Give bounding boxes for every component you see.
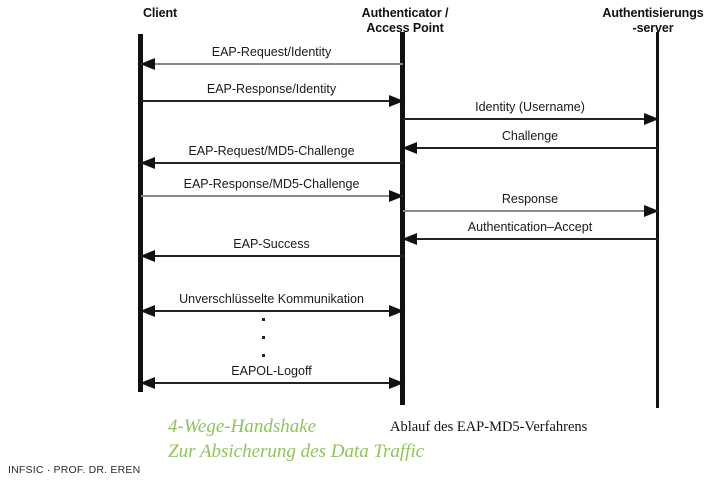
lifeline-client: [138, 34, 143, 392]
actor-header-client: Client: [95, 6, 225, 21]
message-label-m7: Response: [501, 192, 559, 206]
arrowhead-right-icon: [643, 113, 659, 125]
actor-label-client: Client: [142, 6, 178, 20]
message-line-m11: [140, 382, 403, 384]
message-line-m4: [402, 147, 658, 149]
arrowhead-left-icon: [139, 377, 155, 389]
arrowhead-right-icon: [388, 190, 404, 202]
message-line-m5: [140, 162, 403, 164]
caption-green: 4-Wege-Handshake Zur Absicherung des Dat…: [168, 414, 498, 464]
message-label-m6: EAP-Response/MD5-Challenge: [183, 177, 360, 191]
message-label-m1: EAP-Request/Identity: [211, 45, 332, 59]
actor-label-authenticator-line2: Access Point: [366, 21, 444, 35]
message-line-m7: [402, 210, 658, 212]
caption-green-line1: 4-Wege-Handshake: [168, 416, 317, 437]
message-line-m10: [140, 310, 403, 312]
message-label-m3: Identity (Username): [475, 100, 585, 114]
continuation-dots: [262, 318, 270, 372]
arrowhead-right-icon: [643, 205, 659, 217]
message-label-m4: Challenge: [501, 129, 559, 143]
message-label-m8: Authentication–Accept: [467, 220, 593, 234]
continuation-dot: [262, 318, 265, 321]
message-label-m9: EAP-Success: [233, 237, 310, 251]
actor-header-auth-server: Authentisierungs -server: [585, 6, 721, 36]
caption-green-line2: Zur Absicherung des Data Traffic: [168, 441, 425, 462]
continuation-dot: [262, 336, 265, 339]
actor-header-authenticator: Authenticator / Access Point: [330, 6, 480, 36]
message-line-m8: [402, 238, 658, 240]
arrowhead-left-icon: [139, 157, 155, 169]
message-label-m5: EAP-Request/MD5-Challenge: [188, 144, 355, 158]
message-label-m10: Unverschlüsselte Kommunikation: [179, 292, 364, 306]
arrowhead-right-icon: [388, 95, 404, 107]
arrowhead-left-icon: [139, 250, 155, 262]
lifeline-authenticator: [400, 32, 405, 405]
arrowhead-left-icon: [139, 58, 155, 70]
arrowhead-left-icon: [401, 233, 417, 245]
caption-diagram-title: Ablauf des EAP-MD5-Verfahrens: [390, 419, 588, 435]
message-label-m2: EAP-Response/Identity: [206, 82, 337, 96]
lifeline-auth-server: [656, 32, 659, 408]
arrowhead-left-icon: [139, 305, 155, 317]
arrowhead-right-icon: [388, 377, 404, 389]
footer-credit: INFSIC · PROF. DR. EREN: [8, 464, 141, 476]
actor-label-authenticator-line1: Authenticator /: [361, 6, 449, 20]
message-line-m2: [140, 100, 403, 102]
message-line-m9: [140, 255, 403, 257]
actor-label-auth-server-line2: -server: [632, 21, 674, 35]
message-line-m1: [140, 63, 403, 65]
message-line-m6: [140, 195, 403, 197]
arrowhead-right-icon: [388, 305, 404, 317]
arrowhead-left-icon: [401, 142, 417, 154]
message-line-m3: [402, 118, 658, 120]
continuation-dot: [262, 354, 265, 357]
message-label-m11: EAPOL-Logoff: [231, 364, 312, 378]
actor-label-auth-server-line1: Authentisierungs: [602, 6, 704, 20]
